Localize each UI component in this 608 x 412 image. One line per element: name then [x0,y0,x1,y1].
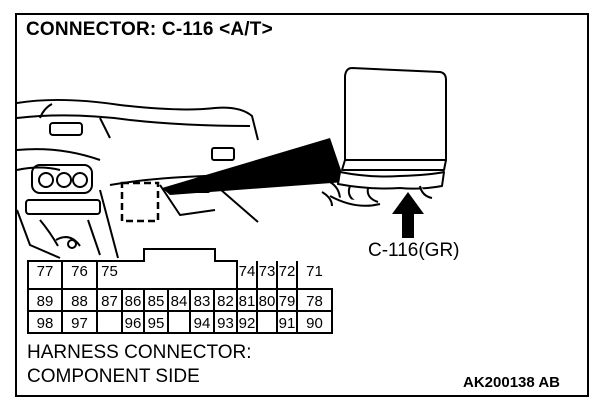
pin-label: 86 [125,293,142,310]
pin-label: 98 [37,315,54,332]
pin-label: 92 [239,315,256,332]
pin-label: 90 [306,315,323,332]
harness-label-line1: HARNESS CONNECTOR: [27,342,252,363]
diagram-frame [15,13,589,397]
pin-label: 93 [217,315,234,332]
pin-label: 84 [171,293,188,310]
pin-label: 75 [101,263,118,280]
pin-label: 78 [306,293,323,310]
pin-label: 87 [101,293,118,310]
pin-label: 85 [148,293,165,310]
diagram-title: CONNECTOR: C-116 <A/T> [26,19,273,40]
pin-label: 91 [279,315,296,332]
pin-label: 89 [37,293,54,310]
pin-label: 95 [148,315,165,332]
pointer-arrow [392,192,424,238]
pin-label: 72 [279,263,296,280]
pin-label: 76 [71,263,88,280]
pin-label: 88 [71,293,88,310]
pin-label: 83 [194,293,211,310]
ecu-module-drawing [321,67,447,207]
pin-label: 97 [71,315,88,332]
harness-label-line2: COMPONENT SIDE [27,366,200,387]
harness-label: HARNESS CONNECTOR: COMPONENT SIDE [27,341,252,389]
figure-code: AK200138 AB [463,374,560,391]
pin-label: 77 [37,263,54,280]
pin-label: 71 [306,263,323,280]
pin-label: 82 [217,293,234,310]
pin-label: 94 [194,315,211,332]
pin-label: 79 [279,293,296,310]
pin-label: 96 [125,315,142,332]
pin-label: 81 [239,293,256,310]
pin-label: 80 [259,293,276,310]
zoom-wedge [162,138,345,195]
connector-callout-label: C-116(GR) [368,240,460,261]
pin-label: 73 [259,263,276,280]
pin-label: 74 [239,263,256,280]
connector-location-box [120,181,160,223]
